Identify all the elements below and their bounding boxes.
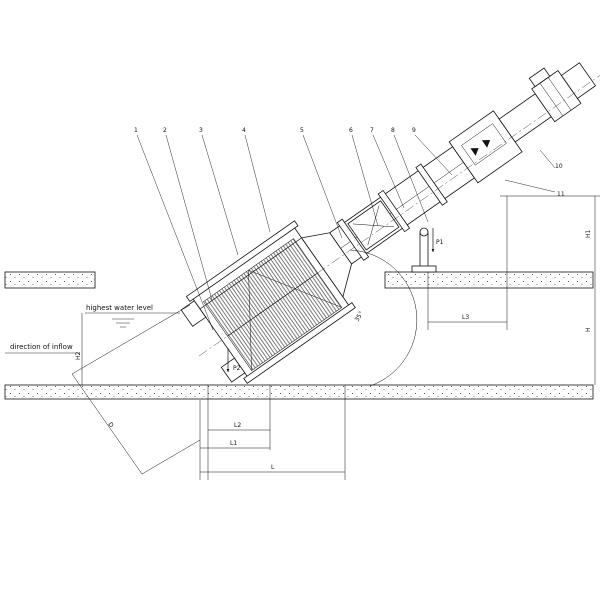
dim-l3-label: L3: [462, 314, 469, 321]
support-column: [411, 227, 437, 273]
upper-left-wall: [4, 271, 96, 289]
load-p2-label: P2: [233, 365, 241, 372]
water-level-group: [5, 312, 180, 354]
angle-label: 35°: [354, 310, 365, 323]
callout-2: 2: [163, 127, 167, 134]
callout-1: 1: [134, 127, 138, 134]
callout-7: 7: [370, 127, 374, 134]
dim-h1-label: H1: [585, 229, 592, 238]
upper-right-wall: [384, 271, 594, 289]
dim-l1-label: L1: [230, 440, 237, 447]
dim-l2-label: L2: [234, 422, 241, 429]
load-p1-label: P1: [436, 239, 444, 246]
callout-6: 6: [349, 127, 353, 134]
screen-assembly: [180, 62, 600, 384]
callout-3: 3: [199, 127, 203, 134]
callout-10: 10: [555, 163, 563, 170]
dim-h-label: H: [585, 327, 592, 332]
callout-4: 4: [242, 127, 246, 134]
highest-water-level-label: highest water level: [86, 304, 153, 312]
dim-d-label: D: [106, 421, 115, 429]
callout-11: 11: [557, 191, 565, 198]
dim-l-label: L: [271, 464, 275, 471]
direction-of-inflow-label: direction of inflow: [10, 343, 73, 351]
callout-numbers: 1 2 3 4 5 6 7 8 9 10 11: [134, 127, 565, 198]
concrete-channel: [4, 271, 594, 400]
dimension-lines: [71, 195, 600, 480]
callout-9: 9: [412, 127, 416, 134]
callout-leaders: [136, 134, 556, 331]
callout-5: 5: [300, 127, 304, 134]
callout-8: 8: [391, 127, 395, 134]
channel-floor: [4, 384, 594, 400]
dim-h2-label: H2: [75, 351, 82, 360]
